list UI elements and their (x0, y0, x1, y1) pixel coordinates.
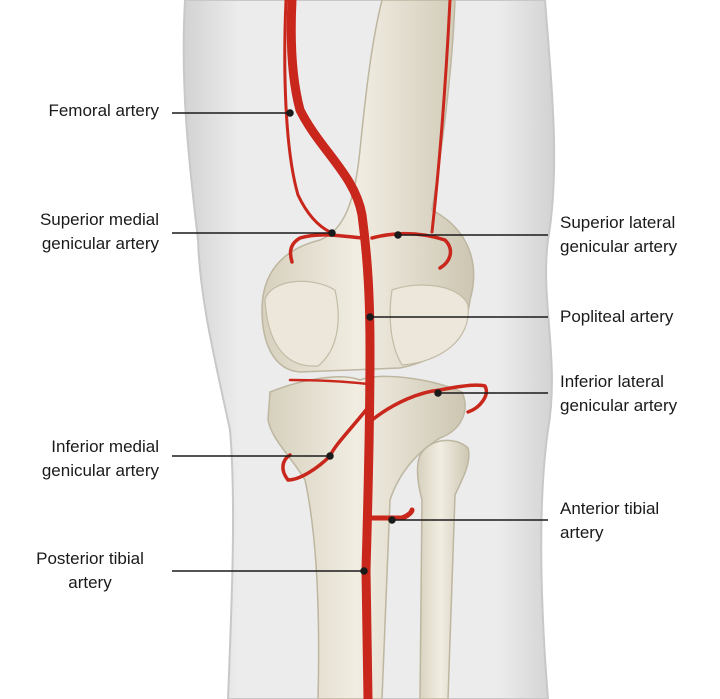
label-femoral-artery: Femoral artery (48, 99, 159, 123)
descending-branch-path (283, 0, 332, 234)
arteries (281, 0, 488, 699)
label-line: genicular artery (560, 396, 678, 415)
femoral-condyle-lateral (389, 284, 469, 366)
inferior-lateral-genicular-path (370, 383, 488, 422)
label-line: Anterior tibial (560, 499, 660, 518)
fibula (416, 439, 470, 699)
label-line: Femoral artery (48, 101, 159, 120)
lateral-thin-branch-path (430, 0, 452, 234)
label-inferior-medial-genicular-artery: Inferior medial genicular artery (42, 435, 159, 483)
label-line: genicular artery (41, 461, 159, 480)
label-inferior-lateral-genicular-artery: Inferior lateral genicular artery (560, 370, 677, 418)
inferior-medial-genicular-path (281, 408, 368, 482)
label-anterior-tibial-artery: Anterior tibial artery (560, 497, 659, 545)
label-line: genicular artery (41, 234, 159, 253)
label-line: genicular artery (560, 237, 678, 256)
femur (261, 0, 475, 373)
label-line: Superior medial (39, 210, 159, 229)
label-line: Inferior medial (51, 437, 159, 456)
anterior-tibial-path (365, 507, 415, 521)
femoral-artery-path (286, 0, 375, 699)
label-popliteal-artery: Popliteal artery (560, 305, 673, 329)
femoral-condyle-medial (264, 280, 339, 367)
genicular-connector-path (288, 378, 370, 386)
label-line: Posterior tibial (36, 549, 144, 568)
superior-medial-genicular-path (288, 233, 364, 264)
label-posterior-tibial-artery: Posterior tibial artery (20, 547, 160, 595)
label-line: artery (560, 523, 604, 542)
label-line: Superior lateral (560, 213, 676, 232)
label-line: artery (68, 573, 112, 592)
superior-lateral-genicular-path (370, 231, 453, 270)
label-line: Inferior lateral (560, 372, 664, 391)
label-line: Popliteal artery (560, 307, 674, 326)
label-superior-lateral-genicular-artery: Superior lateral genicular artery (560, 211, 677, 259)
leader-lines (172, 109, 548, 575)
label-superior-medial-genicular-artery: Superior medial genicular artery (40, 208, 159, 256)
